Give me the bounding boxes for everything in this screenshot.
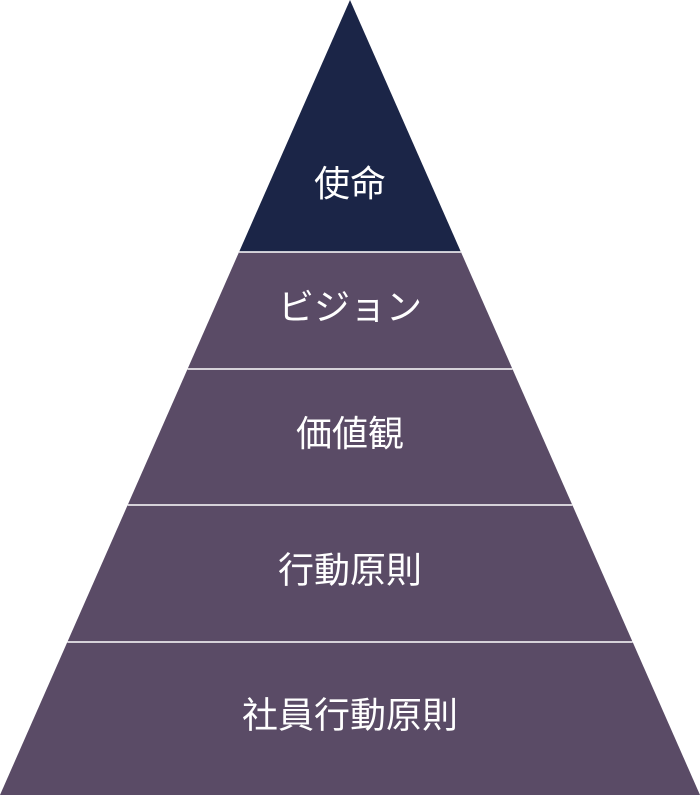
tier-employee-action-principles-label: 社員行動原則 [242, 696, 458, 737]
tier-values-label: 価値観 [296, 414, 404, 455]
tier-mission-label: 使命 [314, 164, 386, 205]
tier-employee-action-principles-shape [0, 642, 700, 795]
tier-values-shape [127, 369, 573, 505]
tier-vision-shape [187, 252, 513, 369]
tier-mission-shape [239, 0, 461, 252]
tier-action-principles-label: 行動原則 [278, 551, 422, 592]
tier-vision-label: ビジョン [278, 288, 422, 329]
tier-action-principles-shape [67, 505, 633, 642]
